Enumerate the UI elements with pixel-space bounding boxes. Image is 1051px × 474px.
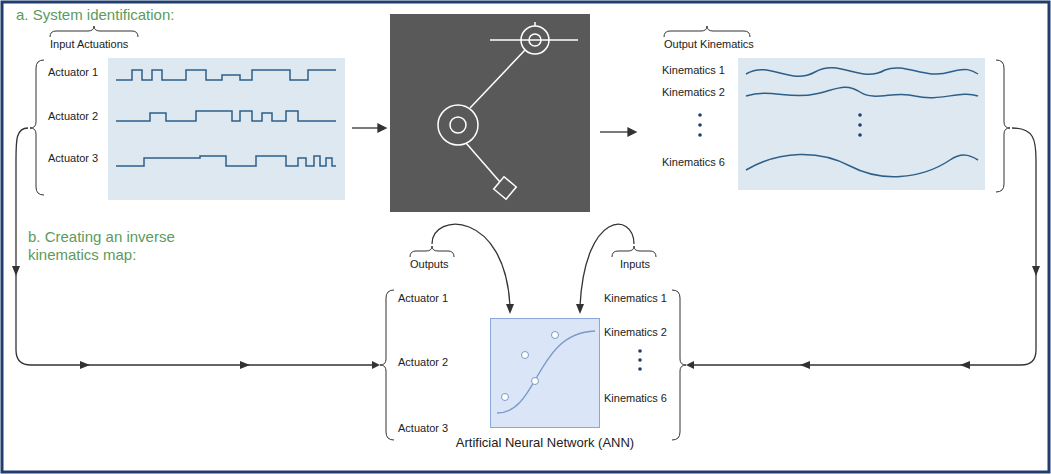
signal-label: Kinematics 2 xyxy=(662,86,725,99)
square-waves xyxy=(116,70,336,166)
kinematic-waves xyxy=(746,68,978,177)
signal-label: Kinematics 1 xyxy=(604,292,667,305)
signal-label: Actuator 3 xyxy=(398,422,448,435)
signal-panel xyxy=(108,58,345,200)
ellipsis-dots xyxy=(638,113,862,371)
mechanism-box xyxy=(390,14,590,212)
signal-label: Outputs xyxy=(410,258,449,271)
signal-label: Inputs xyxy=(620,258,650,271)
section-heading: b. Creating an inverse kinematics map: xyxy=(28,228,218,264)
sigmoid-plot xyxy=(491,319,599,427)
signal-label: Actuator 1 xyxy=(48,66,98,79)
signal-label: Kinematics 6 xyxy=(604,392,667,405)
signal-label: Output Kinematics xyxy=(664,38,754,51)
signal-label: Actuator 3 xyxy=(48,152,98,165)
signal-label: Kinematics 2 xyxy=(604,326,667,339)
node-caption: Artificial Neural Network (ANN) xyxy=(455,435,635,451)
signal-label: Kinematics 1 xyxy=(662,64,725,77)
signal-label: Kinematics 6 xyxy=(662,156,725,169)
kinematics-panel xyxy=(738,58,985,190)
signal-label: Input Actuations xyxy=(50,38,128,51)
signal-label: Actuator 2 xyxy=(48,110,98,123)
neural-network-box: Artificial Neural Network (ANN) xyxy=(490,318,600,428)
signal-label: Actuator 1 xyxy=(398,292,448,305)
mechanism-drawing xyxy=(438,22,578,199)
section-heading: a. System identification: xyxy=(16,6,174,24)
signal-label: Actuator 2 xyxy=(398,356,448,369)
